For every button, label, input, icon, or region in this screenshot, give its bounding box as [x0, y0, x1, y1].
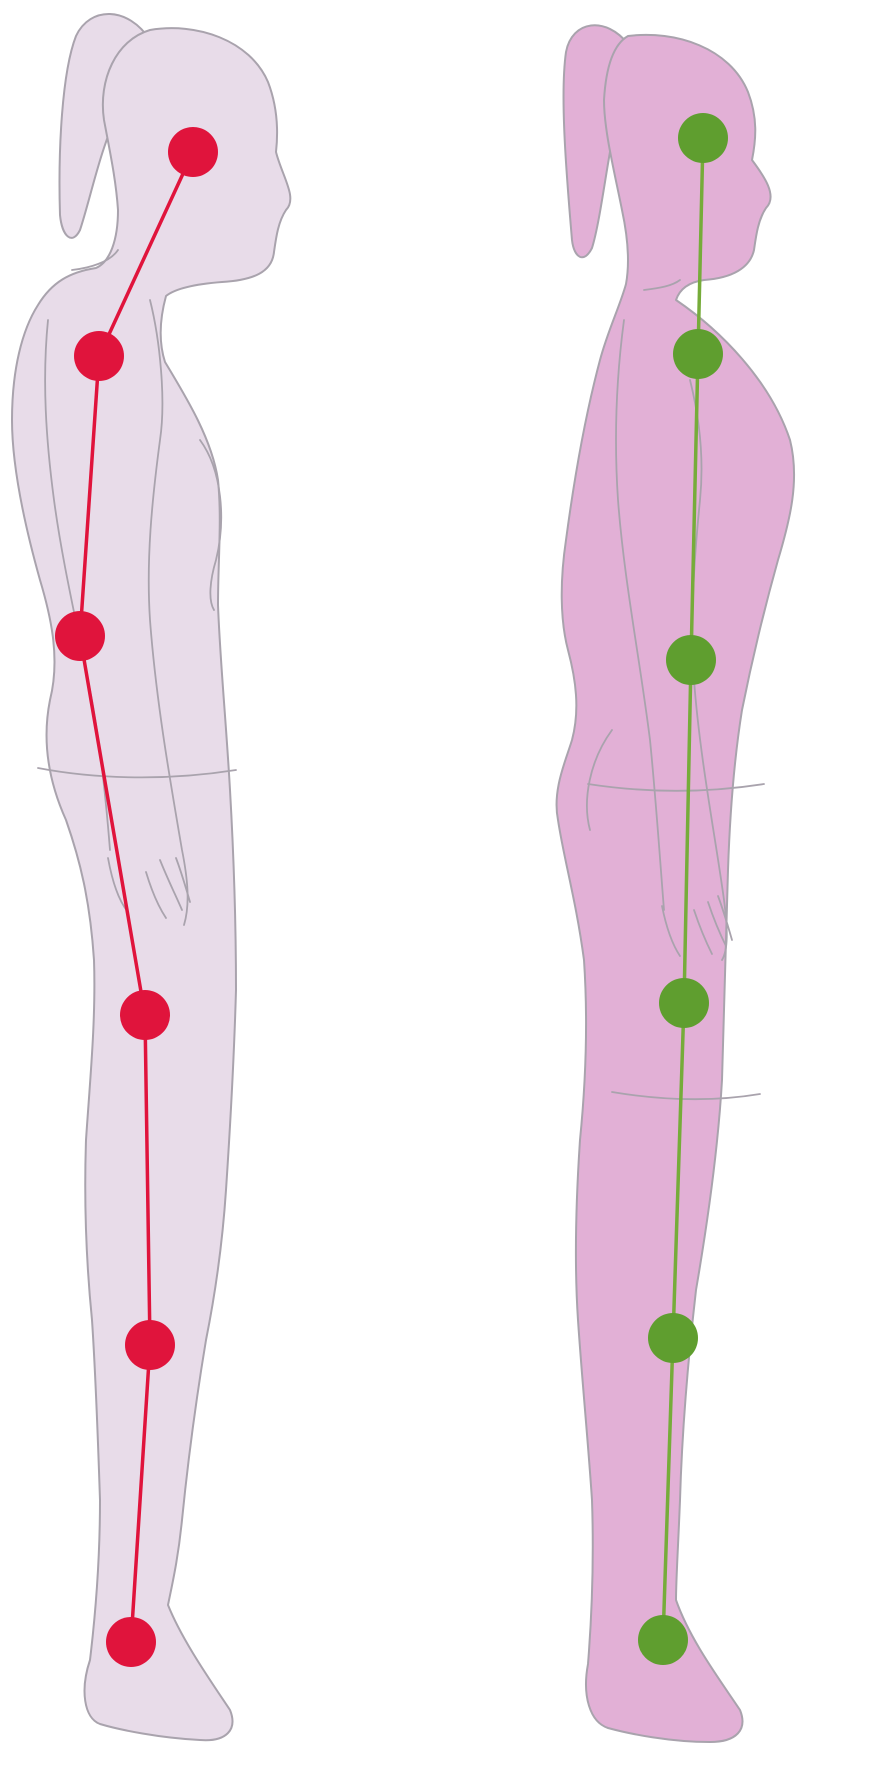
poor-posture-ankle-marker [106, 1617, 156, 1667]
left-figure-body [12, 28, 290, 1740]
right-figure-body [557, 35, 795, 1742]
good-posture-knee-marker [648, 1313, 698, 1363]
poor-posture-knee-upper-marker [120, 990, 170, 1040]
poor-posture-shoulder-marker [74, 331, 124, 381]
good-posture-figure [557, 25, 795, 1742]
good-posture-knee-upper-marker [659, 978, 709, 1028]
poor-posture-ear-marker [168, 127, 218, 177]
poor-posture-knee-marker [125, 1320, 175, 1370]
good-posture-ankle-marker [638, 1615, 688, 1665]
poor-posture-hip-marker [55, 611, 105, 661]
poor-posture-figure [12, 14, 290, 1740]
good-posture-ear-marker [678, 113, 728, 163]
good-posture-shoulder-marker [673, 329, 723, 379]
good-posture-hip-marker [666, 635, 716, 685]
